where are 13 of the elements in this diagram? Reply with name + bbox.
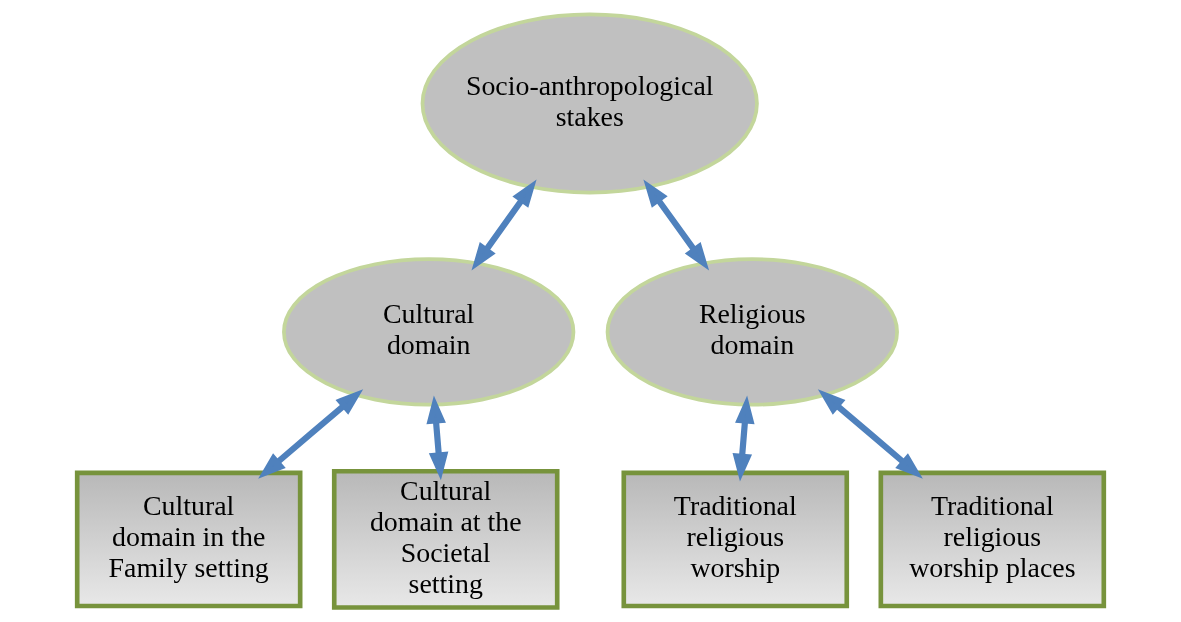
- node-ellipse: Religious domain: [605, 257, 899, 407]
- arrow: [426, 395, 449, 481]
- node-ellipse: Cultural domain: [282, 257, 576, 407]
- node-box: Cultural domain at the Societal setting: [331, 468, 560, 610]
- node-box: Cultural domain in the Family setting: [74, 470, 303, 609]
- arrow: [643, 179, 710, 271]
- node-box: Traditional religious worship places: [878, 470, 1107, 609]
- arrow: [258, 389, 364, 479]
- arrow: [732, 395, 755, 482]
- node-box: Traditional religious worship: [621, 470, 850, 609]
- arrow: [817, 389, 923, 479]
- node-ellipse: Socio-anthropological stakes: [420, 12, 759, 195]
- arrow: [471, 179, 537, 271]
